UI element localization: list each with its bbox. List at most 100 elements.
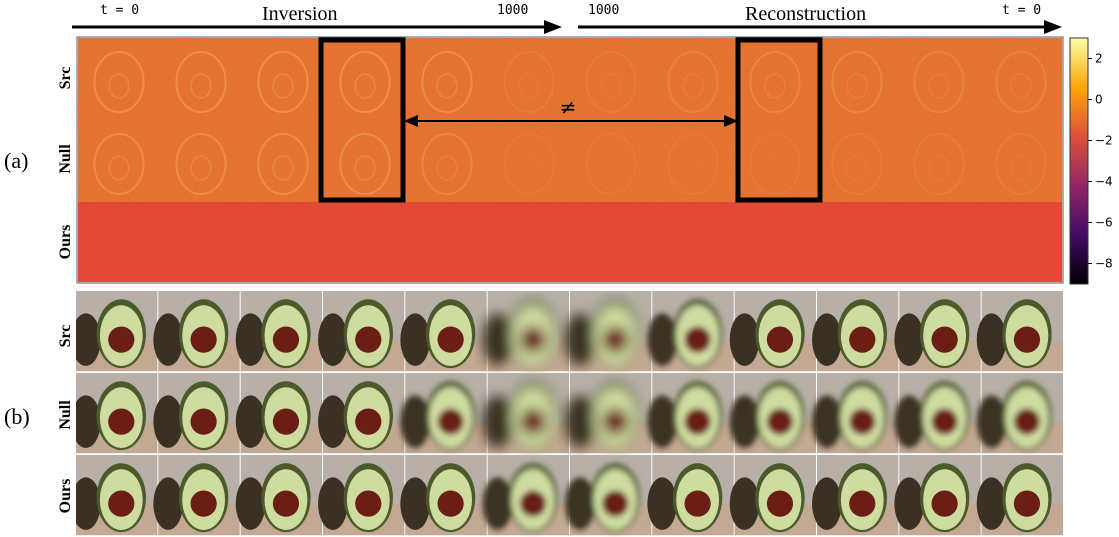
grid-image: [565, 455, 652, 536]
t-end-label: t = 0: [1002, 3, 1042, 18]
avocado-pit: [849, 408, 876, 435]
row-label-src-b: Src: [57, 324, 74, 348]
avocado-pit: [355, 326, 382, 353]
avocado-pit: [602, 408, 629, 435]
row-label-null-b: Null: [57, 400, 74, 430]
grid-image: [894, 291, 981, 372]
row-label-null-a: Null: [57, 144, 74, 174]
avocado-pit: [190, 326, 217, 353]
avocado-pit: [519, 326, 547, 353]
heatmap-pit-outline: [190, 73, 212, 99]
avocado-pit: [931, 326, 958, 353]
avocado-pit: [684, 490, 711, 517]
avocado-back: [565, 313, 595, 366]
highlight-box-reconstruction: [735, 37, 823, 203]
avocado-back: [482, 313, 513, 366]
avocado-back: [565, 395, 595, 448]
avocado-back: [729, 395, 760, 448]
heatmap-outline: [503, 133, 555, 195]
heatmap-pit-outline: [764, 73, 786, 99]
heatmap-pit-outline: [600, 73, 622, 99]
grid-image: [318, 455, 405, 536]
heatmap-outline: [585, 51, 637, 113]
heatmap-outline: [749, 133, 801, 195]
heatmap-pit-outline: [518, 73, 540, 99]
avocado-pit: [108, 326, 135, 353]
avocado-back: [976, 395, 1007, 448]
avocado-pit: [766, 490, 794, 517]
colorbar-tick-label: −6: [1095, 216, 1113, 230]
highlight-box-inversion: [318, 37, 406, 203]
grid-image: [565, 291, 652, 372]
panel-a-label: (a): [4, 148, 29, 173]
avocado-pit: [1013, 408, 1041, 435]
avocado-back: [235, 477, 266, 530]
grid-image: [153, 373, 240, 454]
image-grid: [76, 291, 1063, 536]
avocado-pit: [1013, 490, 1041, 517]
heatmap-ours-region: [78, 202, 1062, 282]
grid-image: [235, 291, 322, 372]
avocado-back: [400, 477, 431, 530]
avocado-pit: [1013, 326, 1041, 353]
avocado-pit: [272, 326, 300, 353]
heatmap-pit-outline: [272, 155, 294, 181]
grid-image: [482, 291, 569, 372]
grid-image: [400, 455, 487, 536]
panel-b-label: (b): [4, 404, 30, 429]
heatmap-pit-outline: [764, 155, 786, 181]
avocado-back: [565, 477, 595, 530]
avocado-back: [482, 395, 513, 448]
avocado-back: [76, 313, 101, 366]
heatmap-pit-outline: [436, 73, 458, 99]
heatmap-pit-outline: [1010, 155, 1032, 181]
reconstruction-label: Reconstruction: [745, 3, 867, 25]
grid-image: [976, 455, 1063, 536]
heatmap-pit-outline: [190, 155, 212, 181]
avocado-pit: [602, 326, 629, 353]
t-mid-right-label: 1000: [588, 3, 620, 18]
avocado-pit: [684, 408, 711, 435]
grid-image: [318, 291, 405, 372]
colorbar-tick-label: −8: [1095, 257, 1113, 271]
heatmap-outline: [421, 51, 473, 113]
avocado-pit: [766, 326, 794, 353]
heatmap-outline: [995, 51, 1047, 113]
avocado-pit: [849, 490, 876, 517]
heatmap-outline: [339, 133, 391, 195]
grid-image: [729, 455, 816, 536]
avocado-pit: [602, 490, 629, 517]
heatmap-pit-outline: [682, 73, 704, 99]
avocado-pit: [355, 490, 382, 517]
heatmap-frame: [76, 36, 1064, 284]
grid-image: [647, 291, 734, 372]
heatmap-pit-outline: [928, 73, 950, 99]
grid-image: [729, 291, 816, 372]
heatmap: ≠: [76, 36, 1064, 284]
avocado-back: [976, 477, 1007, 530]
avocado-back: [76, 395, 101, 448]
grid-image: [976, 291, 1063, 372]
heatmap-outline: [913, 133, 965, 195]
grid-image: [894, 373, 981, 454]
not-equal-symbol: ≠: [560, 95, 577, 119]
row-label-src-a: Src: [57, 66, 74, 90]
row-label-ours-a: Ours: [57, 224, 74, 260]
avocado-back: [400, 313, 431, 366]
avocado-back: [400, 395, 431, 448]
grid-image: [235, 455, 322, 536]
heatmap-outline: [175, 133, 227, 195]
avocado-back: [235, 313, 266, 366]
avocado-back: [153, 313, 184, 366]
grid-image: [647, 373, 734, 454]
avocado-pit: [437, 490, 464, 517]
heatmap-outline: [667, 133, 719, 195]
heatmap-outline: [831, 133, 883, 195]
grid-image: [565, 373, 652, 454]
heatmap-pit-outline: [108, 73, 130, 99]
grid-image: [812, 373, 899, 454]
avocado-pit: [519, 490, 547, 517]
avocado-pit: [684, 326, 711, 353]
grid-image: [318, 373, 405, 454]
colorbar-tick-label: −2: [1095, 134, 1113, 148]
